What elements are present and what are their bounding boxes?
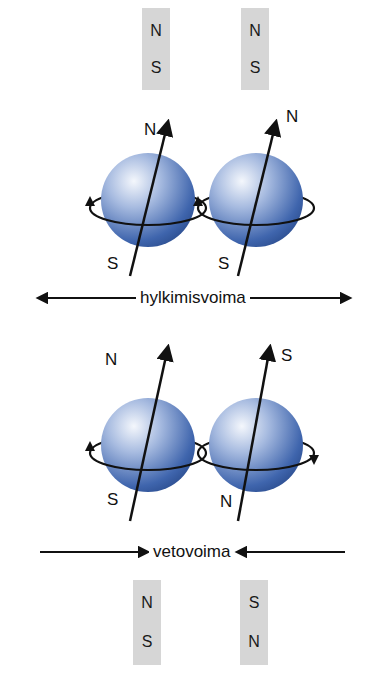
force-label: hylkimisvoima	[136, 289, 250, 308]
force-label: vetovoima	[149, 543, 234, 562]
bar-magnet: SN	[240, 580, 268, 665]
magnet-pole: N	[150, 22, 162, 40]
magnet-pole: N	[141, 594, 153, 612]
pole-label: N	[286, 108, 298, 127]
pole-label: S	[107, 491, 118, 510]
pole-label: S	[218, 255, 229, 274]
pole-label: S	[281, 347, 292, 366]
magnet-pole: S	[151, 59, 162, 77]
force-arrow	[40, 551, 148, 553]
magnet-pole: N	[249, 22, 261, 40]
pole-label: N	[144, 121, 156, 140]
spin-axis	[130, 347, 168, 521]
force-arrow	[38, 297, 138, 299]
bar-magnet: NS	[241, 8, 269, 90]
pole-label: S	[107, 255, 118, 274]
magnet-pole: S	[250, 59, 261, 77]
spin-axis	[238, 122, 276, 276]
force-arrow	[248, 297, 350, 299]
force-arrow	[237, 551, 345, 553]
spin-axis	[130, 122, 168, 276]
spinning-sphere	[85, 153, 206, 247]
spin-axis	[238, 347, 270, 521]
magnet-pole: N	[248, 633, 260, 651]
pole-label: N	[220, 493, 232, 512]
pole-label: N	[105, 351, 117, 370]
magnet-pole: S	[249, 594, 260, 612]
bar-magnet: NS	[133, 580, 161, 665]
bar-magnet: NS	[142, 8, 170, 90]
spinning-sphere	[193, 153, 314, 247]
magnet-pole: S	[142, 633, 153, 651]
